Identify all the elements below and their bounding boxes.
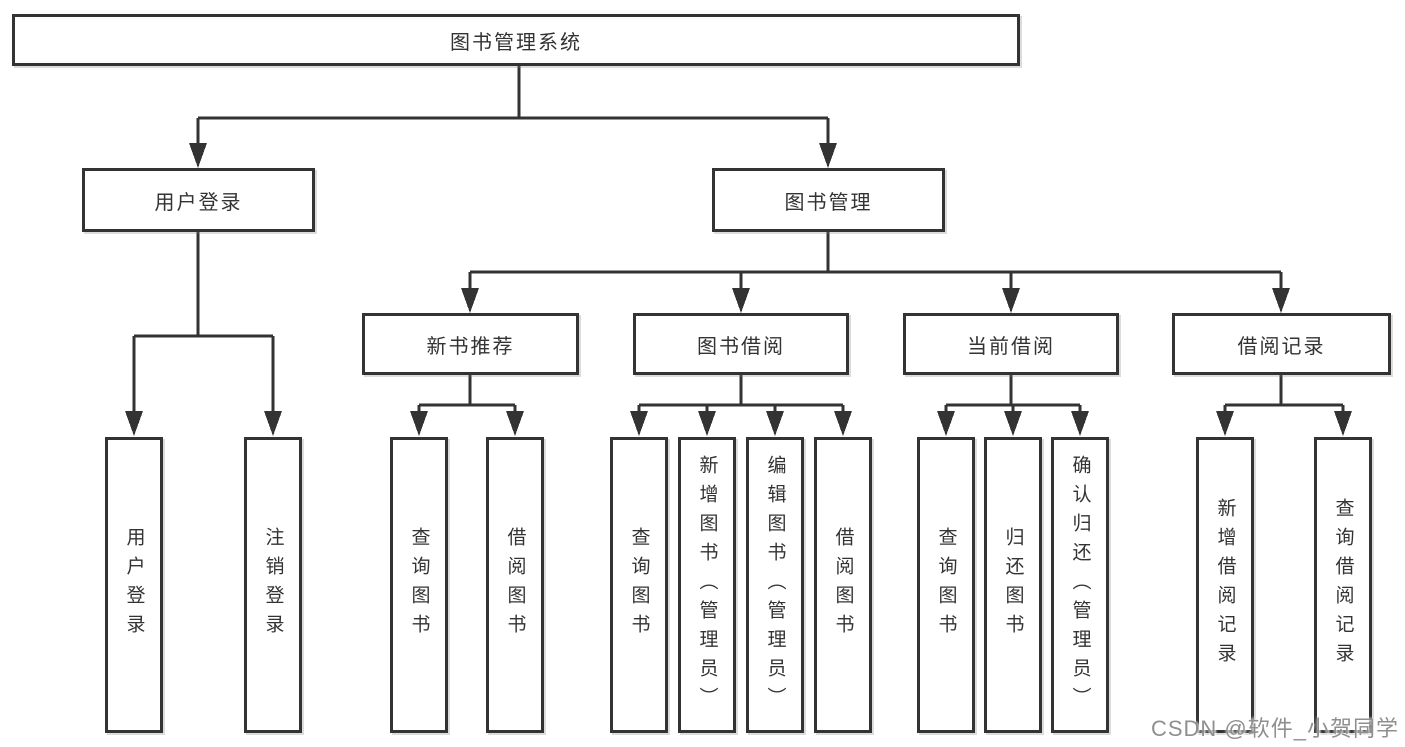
- node-leaf-borrow-books-1: 借阅图书: [486, 437, 544, 733]
- node-leaf-edit-book-admin-label: 编辑图书（管理员）: [764, 454, 786, 716]
- node-leaf-logout: 注销登录: [244, 437, 302, 733]
- node-new-book-recommendation: 新书推荐: [362, 313, 579, 375]
- node-borrowing-records: 借阅记录: [1172, 313, 1391, 375]
- arrowheads: [125, 143, 1352, 436]
- node-leaf-user-login-label: 用户登录: [123, 527, 145, 643]
- node-book-management-label: 图书管理: [784, 191, 873, 214]
- node-book-borrowing-label: 图书借阅: [697, 335, 785, 358]
- node-library-system: 图书管理系统: [12, 14, 1020, 66]
- node-borrowing-records-label: 借阅记录: [1237, 335, 1326, 358]
- node-leaf-query-books-1-label: 查询图书: [408, 527, 430, 643]
- node-book-borrowing: 图书借阅: [633, 313, 849, 375]
- node-leaf-user-login: 用户登录: [105, 437, 163, 733]
- node-leaf-logout-label: 注销登录: [262, 527, 284, 643]
- node-leaf-query-borrow-record-label: 查询借阅记录: [1332, 498, 1354, 672]
- node-leaf-borrow-books-2: 借阅图书: [814, 437, 872, 733]
- node-leaf-confirm-return-admin: 确认归还（管理员）: [1051, 437, 1109, 733]
- watermark-text: CSDN @软件_小贺同学: [1150, 716, 1399, 741]
- node-leaf-query-books-1: 查询图书: [390, 437, 448, 733]
- node-current-borrowing: 当前借阅: [903, 313, 1119, 375]
- node-leaf-add-borrow-record-label: 新增借阅记录: [1214, 498, 1236, 672]
- node-user-login-label: 用户登录: [154, 191, 243, 214]
- node-leaf-borrow-books-1-label: 借阅图书: [504, 527, 526, 643]
- node-user-login: 用户登录: [82, 168, 315, 232]
- node-leaf-add-book-admin-label: 新增图书（管理员）: [696, 454, 718, 716]
- node-current-borrowing-label: 当前借阅: [967, 335, 1055, 358]
- node-leaf-query-borrow-record: 查询借阅记录: [1314, 437, 1372, 733]
- node-leaf-borrow-books-2-label: 借阅图书: [832, 527, 854, 643]
- node-new-book-recommendation-label: 新书推荐: [426, 335, 515, 358]
- node-leaf-query-books-2: 查询图书: [610, 437, 668, 733]
- node-library-system-label: 图书管理系统: [450, 31, 582, 54]
- node-leaf-add-book-admin: 新增图书（管理员）: [678, 437, 736, 733]
- node-leaf-return-books-label: 归还图书: [1002, 527, 1024, 643]
- node-book-management: 图书管理: [712, 168, 945, 232]
- node-leaf-confirm-return-admin-label: 确认归还（管理员）: [1069, 454, 1091, 716]
- node-leaf-add-borrow-record: 新增借阅记录: [1196, 437, 1254, 733]
- node-leaf-edit-book-admin: 编辑图书（管理员）: [746, 437, 804, 733]
- node-leaf-query-books-2-label: 查询图书: [628, 527, 650, 643]
- node-leaf-query-books-3: 查询图书: [917, 437, 975, 733]
- node-leaf-return-books: 归还图书: [984, 437, 1042, 733]
- node-leaf-query-books-3-label: 查询图书: [935, 527, 957, 643]
